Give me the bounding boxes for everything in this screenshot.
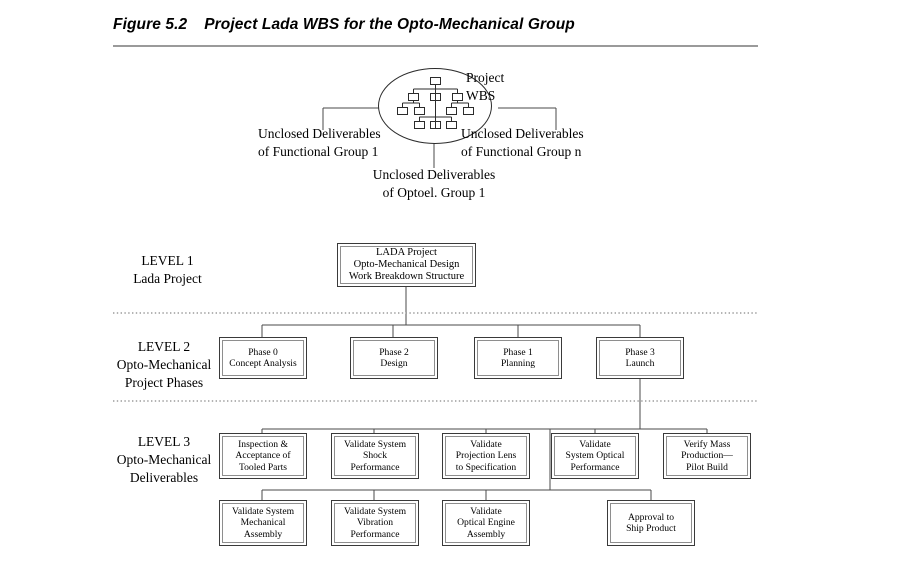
wbs-node-validate-projection-lens[interactable]: Validate Projection Lens to Specificatio… — [442, 433, 530, 479]
wbs-node-validate-optical-engine-assembly[interactable]: Validate Optical Engine Assembly — [442, 500, 530, 546]
figure-header: Figure 5.2 Project Lada WBS for the Opto-… — [113, 16, 758, 34]
level-3-label: LEVEL 3 Opto-Mechanical Deliverables — [116, 434, 212, 485]
wbs-node-validate-system-optical-performance[interactable]: Validate System Optical Performance — [551, 433, 639, 479]
wbs-node-verify-mass-production-pilot-build[interactable]: Verify Mass Production— Pilot Build — [663, 433, 751, 479]
mini-node-l3-2 — [414, 107, 425, 115]
mini-node-l3-3 — [446, 107, 457, 115]
mini-node-l2-3 — [452, 93, 463, 101]
wbs-node-phase-2[interactable]: Phase 2 Design — [350, 337, 438, 379]
wbs-node-validate-system-vibration-performance[interactable]: Validate System Vibration Performance — [331, 500, 419, 546]
mini-node-l3-1 — [397, 107, 408, 115]
callout-functional-group-n: Unclosed Deliverables of Functional Grou… — [461, 126, 584, 159]
level-2-label: LEVEL 2 Opto-Mechanical Project Phases — [116, 339, 212, 390]
figure-number: Figure 5.2 — [113, 16, 188, 33]
wbs-node-validate-system-shock-performance[interactable]: Validate System Shock Performance — [331, 433, 419, 479]
wbs-node-inspection-acceptance-tooled-parts[interactable]: Inspection & Acceptance of Tooled Parts — [219, 433, 307, 479]
mini-node-l1-1 — [430, 77, 441, 85]
page-title: Figure 5.2 Project Lada WBS for the Opto-… — [113, 16, 758, 34]
level-1-label: LEVEL 1 Lada Project — [133, 253, 202, 286]
mini-node-l4-1 — [414, 121, 425, 129]
wbs-node-phase-3[interactable]: Phase 3 Launch — [596, 337, 684, 379]
project-wbs-ellipse — [378, 68, 492, 144]
wbs-node-validate-system-mechanical-assembly[interactable]: Validate System Mechanical Assembly — [219, 500, 307, 546]
wbs-node-approval-to-ship-product[interactable]: Approval to Ship Product — [607, 500, 695, 546]
header-divider-rule — [113, 45, 758, 47]
wbs-node-level1-root[interactable]: LADA Project Opto-Mechanical Design Work… — [337, 243, 476, 287]
mini-node-l4-3 — [446, 121, 457, 129]
wbs-node-phase-0[interactable]: Phase 0 Concept Analysis — [219, 337, 307, 379]
mini-node-l3-4 — [463, 107, 474, 115]
callout-optoel-group-1: Unclosed Deliverables of Optoel. Group 1 — [372, 167, 496, 200]
callout-functional-group-1: Unclosed Deliverables of Functional Grou… — [258, 126, 381, 159]
mini-wbs-connectors — [402, 85, 469, 129]
mini-node-l2-1 — [408, 93, 419, 101]
callout-project-wbs: Project WBS — [466, 70, 505, 103]
figure-title-text: Project Lada WBS for the Opto-Mechanical… — [204, 16, 575, 33]
wbs-node-phase-1[interactable]: Phase 1 Planning — [474, 337, 562, 379]
